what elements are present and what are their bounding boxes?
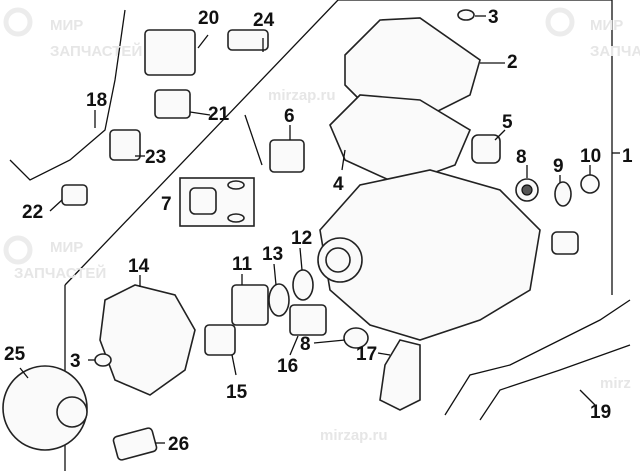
part-5 <box>471 134 501 164</box>
part-16 <box>289 304 327 336</box>
part-11 <box>231 284 269 326</box>
part-26 <box>112 427 158 461</box>
part-15 <box>204 324 236 356</box>
callout-4: 4 <box>333 174 344 195</box>
callout-8: 8 <box>516 147 527 168</box>
callout-23: 23 <box>145 147 166 168</box>
callouts: 20 24 3 2 18 21 6 5 8 9 10 1 23 4 7 22 1… <box>4 7 633 455</box>
part-17-mount <box>379 339 421 411</box>
callout-25: 25 <box>4 344 26 365</box>
part-plug <box>551 231 579 255</box>
callout-15: 15 <box>226 382 248 403</box>
callout-16: 16 <box>277 356 298 377</box>
callout-1: 1 <box>622 146 633 167</box>
callout-2: 2 <box>507 52 518 73</box>
callout-6: 6 <box>284 106 295 127</box>
callout-20: 20 <box>198 8 219 29</box>
svg-text:ЗАПЧАСТЕЙ: ЗАПЧАСТЕЙ <box>50 42 142 60</box>
part-23 <box>109 129 141 161</box>
callout-22: 22 <box>22 202 43 223</box>
svg-text:ЗАПЧАСТЕЙ: ЗАПЧАСТЕЙ <box>14 264 106 282</box>
callout-18: 18 <box>86 90 107 111</box>
part-case <box>319 169 541 341</box>
part-6 <box>269 139 305 173</box>
callout-14: 14 <box>128 256 150 277</box>
part-22 <box>61 184 88 206</box>
part-18-harness <box>9 9 126 181</box>
svg-text:mirzap.ru: mirzap.ru <box>320 427 388 444</box>
part-8b <box>343 327 369 349</box>
part-21 <box>154 89 191 119</box>
callout-11: 11 <box>232 254 253 275</box>
part-2-cover <box>344 17 481 121</box>
leader-lines <box>19 15 596 444</box>
callout-17: 17 <box>356 344 377 365</box>
callout-5: 5 <box>502 112 513 133</box>
svg-text:mirz: mirz <box>600 375 631 392</box>
parts <box>2 9 631 461</box>
part-9 <box>554 181 572 207</box>
part-14-housing <box>99 284 196 396</box>
part-24 <box>227 29 269 51</box>
callout-19: 19 <box>590 402 611 423</box>
part-12-ring <box>292 269 314 301</box>
callout-13: 13 <box>262 244 283 265</box>
part-19-harness <box>444 299 631 416</box>
callout-24: 24 <box>253 10 275 31</box>
part-4-valve-body <box>329 94 472 186</box>
watermark: МИР ЗАПЧАСТЕЙ mirzap.ru МИР ЗАПЧАСТЕЙ МИ… <box>3 7 640 444</box>
callout-9: 9 <box>553 156 564 177</box>
part-3-plug <box>457 9 475 21</box>
svg-text:МИР: МИР <box>590 17 623 34</box>
part-3b <box>94 353 112 367</box>
callout-3b: 3 <box>70 351 81 372</box>
callout-21: 21 <box>208 104 230 125</box>
bolt <box>244 114 263 166</box>
part-10 <box>580 174 600 194</box>
callout-8b: 8 <box>300 334 311 355</box>
svg-text:МИР: МИР <box>50 239 83 256</box>
callout-7: 7 <box>161 194 172 215</box>
part-13-seal <box>268 283 290 317</box>
callout-12: 12 <box>291 228 312 249</box>
callout-3: 3 <box>488 7 499 28</box>
svg-text:ЗАПЧАСТЕЙ: ЗАПЧАСТЕЙ <box>590 42 640 60</box>
svg-text:МИР: МИР <box>50 17 83 34</box>
part-20 <box>144 29 196 76</box>
callout-26: 26 <box>168 434 189 455</box>
callout-10: 10 <box>580 146 601 167</box>
svg-text:mirzap.ru: mirzap.ru <box>268 87 336 104</box>
